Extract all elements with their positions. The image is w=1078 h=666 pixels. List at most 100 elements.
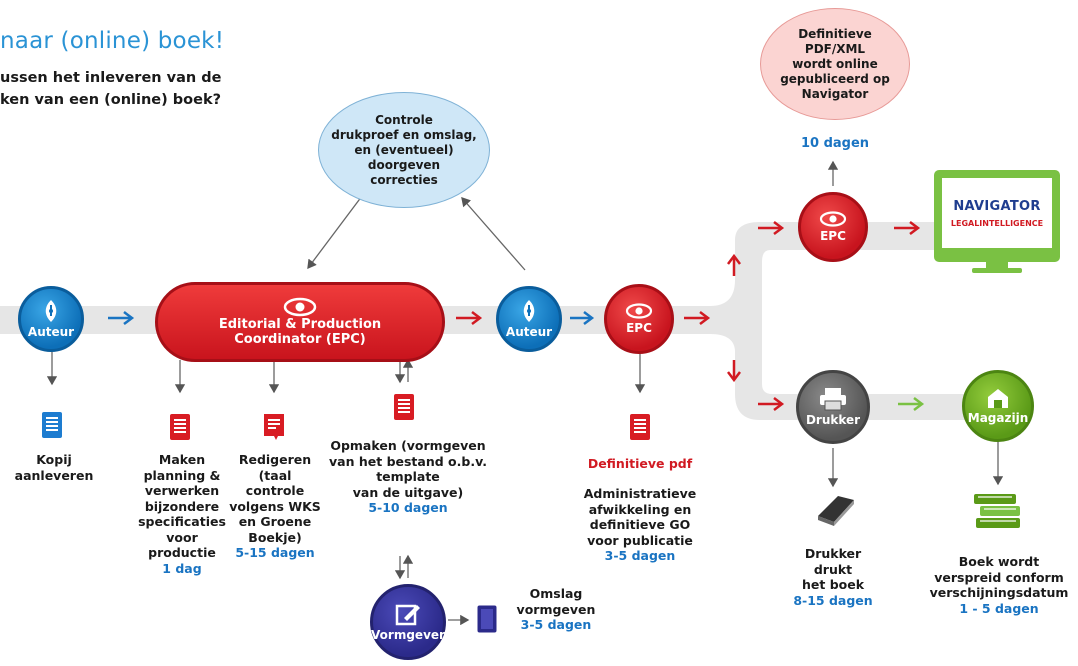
text-line: controle [245, 483, 305, 498]
omslag-text: Omslag vormgeven 3-5 dagen [508, 586, 604, 633]
pen-nib-icon [523, 300, 535, 322]
boek-duration: 1 - 5 dagen [959, 600, 1039, 616]
text-line: van de uitgave) [352, 484, 464, 500]
eye-icon [625, 303, 653, 319]
definitieve-line: wordt online [792, 56, 878, 71]
auteur-node-left[interactable]: Auteur [18, 286, 84, 352]
vormgever-label: Vormgever [371, 628, 445, 642]
connector-auteur-bubble [461, 197, 526, 271]
definitieve-pdf-label: Definitieve pdf [587, 456, 693, 471]
connector-bubble-epc [307, 187, 369, 270]
cover-icon [477, 605, 497, 633]
epc-node-top[interactable]: EPC [798, 192, 868, 262]
drukker-node[interactable]: Drukker [796, 370, 870, 444]
document-icon [630, 414, 650, 440]
controle-line: en (eventueel) [354, 142, 454, 157]
navigator-brand: NAVIGATOR [953, 198, 1041, 214]
books-stack-icon [974, 494, 1020, 528]
flow-arrow-4 [684, 311, 711, 325]
text-line: planning & [143, 467, 221, 483]
opmaken-text: Opmaken (vormgeven van het bestand o.b.v… [328, 438, 488, 516]
text-line: verschijningsdatum [929, 585, 1069, 600]
maken-text: Maken planning & verwerken bijzondere sp… [134, 452, 230, 576]
text-line: drukt [813, 561, 853, 577]
redigeren-text: Redigeren (taal controle volgens WKS en … [228, 452, 322, 561]
printer-icon [820, 388, 846, 411]
text-line: definitieve GO [589, 517, 691, 532]
definitieve-line: gepubliceerd op [780, 71, 890, 86]
controle-line: drukproef en omslag, [331, 127, 477, 142]
monitor-base [972, 268, 1022, 273]
flow-arrow-up [727, 253, 741, 276]
page-title: naar (online) boek! [0, 28, 225, 54]
flow-arrow-6 [894, 221, 921, 235]
design-pencil-icon [395, 604, 420, 626]
warehouse-icon [988, 389, 1008, 408]
edit-document-icon [264, 414, 284, 440]
text-line: template [376, 469, 440, 484]
navigator-duration: 10 dagen [800, 136, 870, 151]
text-line: Boekje) [248, 529, 302, 545]
boek-text: Boek wordt verspreid conform verschijnin… [924, 554, 1074, 616]
flow-arrow-3 [570, 311, 595, 325]
magazijn-node[interactable]: Magazijn [962, 370, 1034, 442]
controle-line: correcties [370, 172, 438, 187]
drukker-text: Drukker drukt het boek 8-15 dagen [788, 546, 878, 608]
text-line: van het bestand o.b.v. [329, 453, 487, 469]
auteur-label: Auteur [505, 325, 553, 339]
flow-arrow-down [727, 360, 741, 383]
text-line: vormgeven [516, 601, 596, 617]
flow-arrow-1 [108, 311, 135, 325]
document-icon [42, 412, 62, 438]
auteur-node-mid[interactable]: Auteur [496, 286, 562, 352]
text-line: specificaties [138, 514, 226, 529]
flow-arrow-2 [456, 311, 483, 325]
text-line: Maken [158, 452, 206, 467]
redigeren-duration: 5-15 dagen [235, 545, 315, 560]
controle-bubble: Controle drukproef en omslag, en (eventu… [318, 92, 490, 208]
epc-main-label-1: Editorial & Production [218, 317, 382, 332]
text-line: het boek [801, 577, 865, 592]
opmaken-duration: 5-10 dagen [368, 500, 448, 515]
navigator-screen: NAVIGATOR LEGALINTELLIGENCE [942, 178, 1052, 248]
kopij-text: Kopij aanleveren [14, 452, 94, 483]
drukker-duration: 8-15 dagen [793, 592, 873, 608]
epc-label: EPC [626, 321, 652, 335]
navigator-monitor: NAVIGATOR LEGALINTELLIGENCE [934, 170, 1060, 262]
definitieve-bubble: Definitieve PDF/XML wordt online gepubli… [760, 8, 910, 120]
pen-nib-icon [45, 300, 57, 322]
definitieve-line: Definitieve [798, 26, 872, 41]
omslag-duration: 3-5 dagen [520, 617, 592, 632]
eye-icon [819, 211, 847, 227]
flow-arrow-8 [898, 397, 925, 411]
definitieve-line: Navigator [801, 86, 869, 101]
drukker-label: Drukker [805, 413, 861, 427]
text-line: productie [148, 545, 216, 560]
magazijn-label: Magazijn [967, 411, 1029, 425]
epc-main-node[interactable]: Editorial & Production Coordinator (EPC) [155, 282, 445, 362]
text-line: Opmaken (vormgeven [330, 438, 486, 453]
page-subtitle-line2: ken van een (online) boek? [0, 92, 222, 108]
document-icon [170, 414, 190, 440]
flow-arrow-5 [758, 221, 785, 235]
epc-node-mid[interactable]: EPC [604, 284, 674, 354]
text-line: bijzondere [144, 498, 220, 514]
text-line: Omslag [529, 586, 583, 601]
administratieve-text: Administratieve afwikkeling en definitie… [576, 486, 704, 564]
text-line: Redigeren [238, 452, 312, 467]
vormgever-node[interactable]: Vormgever [370, 584, 446, 660]
text-line: voor publicatie [587, 532, 693, 548]
text-line: aanleveren [14, 467, 94, 483]
text-line: voor [166, 529, 198, 545]
page-subtitle-line1: ussen het inleveren van de [0, 70, 222, 86]
epc-main-label-2: Coordinator (EPC) [234, 332, 366, 347]
text-line: Boek wordt [958, 554, 1040, 569]
text-line: (taal [258, 467, 292, 483]
controle-line: Controle [375, 112, 433, 127]
maken-duration: 1 dag [162, 560, 202, 576]
legal-intelligence-brand: LEGALINTELLIGENCE [950, 218, 1044, 228]
document-icon [394, 394, 414, 420]
text-line: verwerken [144, 483, 220, 498]
auteur-label: Auteur [27, 325, 75, 339]
text-line: Drukker [804, 546, 862, 561]
